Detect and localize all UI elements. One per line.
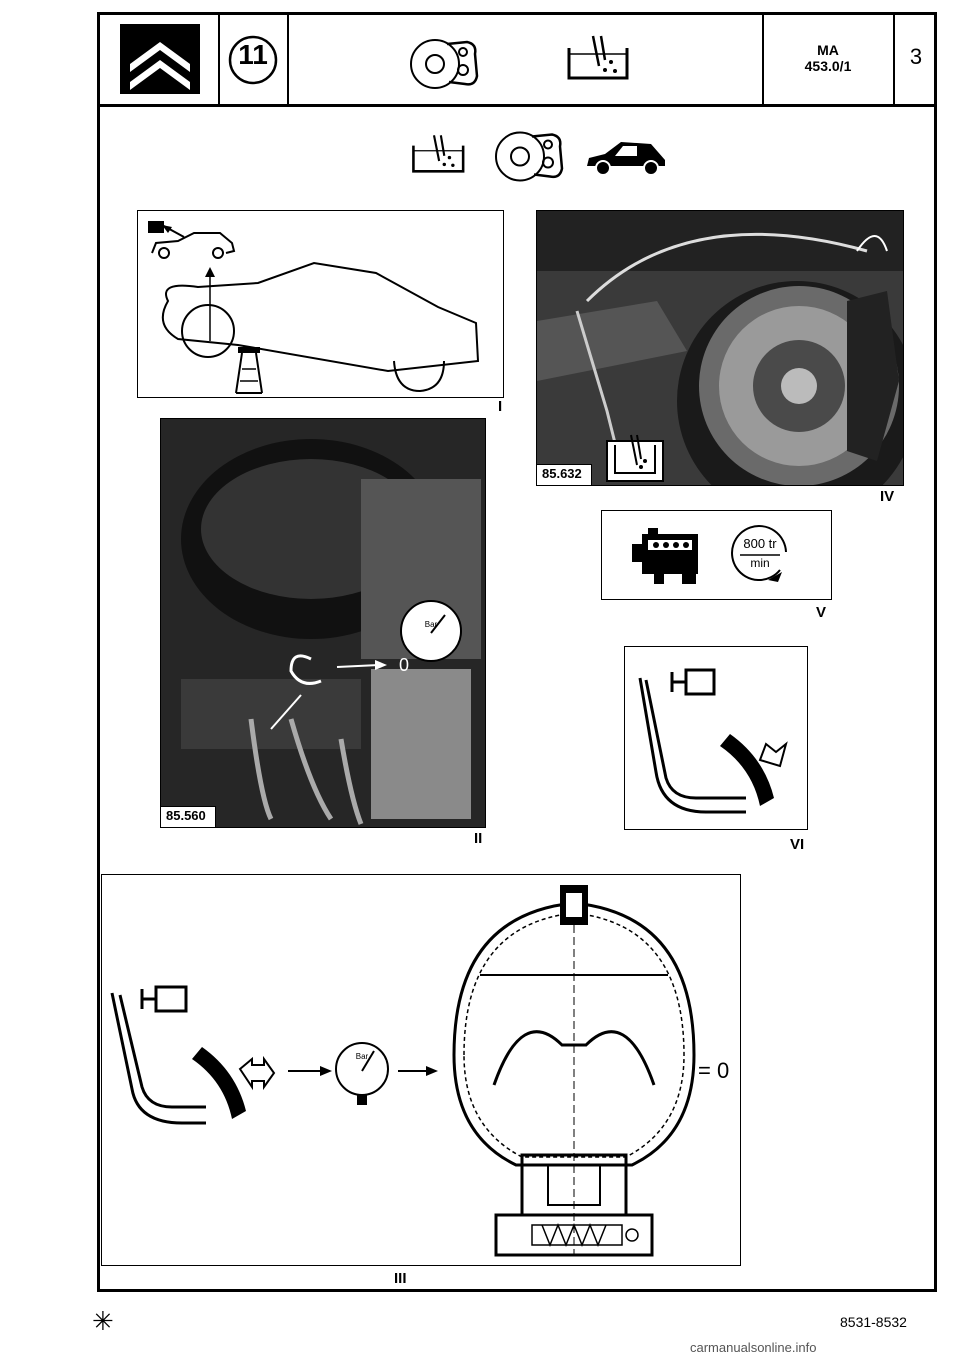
rpm-dial-icon xyxy=(731,525,787,582)
ref-line2: 453.0/1 xyxy=(804,58,852,74)
header-divider-1 xyxy=(218,12,220,106)
section-circle-icon xyxy=(228,35,278,85)
page-number: 3 xyxy=(909,44,923,69)
figure-5-label: V xyxy=(816,604,827,621)
brake-pedal-press-icon xyxy=(638,668,788,814)
header-divider-4 xyxy=(893,12,895,106)
header-bottom-line xyxy=(97,104,937,107)
wheel-photo-illustration xyxy=(537,211,903,485)
figure-6-label: VI xyxy=(790,836,805,853)
figure-1-label: I xyxy=(498,398,503,415)
chevron-logo-icon xyxy=(120,24,200,94)
figure-2-label: II xyxy=(474,830,483,847)
pressure-result: = 0 xyxy=(698,1058,730,1083)
car-silhouette-icon xyxy=(587,142,665,176)
footer-code: 8531-8532 xyxy=(840,1314,907,1330)
header-divider-3 xyxy=(762,12,764,106)
brake-disc-icon xyxy=(410,39,479,89)
manual-reference: MA 453.0/1 xyxy=(764,42,892,74)
page-frame xyxy=(97,12,937,1292)
pressure-check-diagram: Bar xyxy=(110,885,696,1257)
bleed-jar-icon-2 xyxy=(412,135,465,173)
figure-4-label: IV xyxy=(880,488,895,505)
footer-watermark: carmanualsonline.info xyxy=(690,1340,817,1355)
sphere-photo-illustration: Bar 0 xyxy=(161,419,485,827)
section-number: 11 xyxy=(238,39,268,70)
figure-3-label: III xyxy=(394,1270,407,1287)
footer-symbol: ✳ xyxy=(92,1306,114,1336)
figure-4-photo-ref: 85.632 xyxy=(536,464,592,486)
header-divider-2 xyxy=(287,12,289,106)
figure-2-photo: Bar 0 xyxy=(160,418,486,828)
zero-readout: 0 xyxy=(399,655,409,675)
ref-line1: MA xyxy=(817,42,839,58)
figure-4-photo xyxy=(536,210,904,486)
bleed-jar-icon xyxy=(567,35,629,80)
engine-icon xyxy=(632,528,698,584)
figure-2-photo-ref: 85.560 xyxy=(160,806,216,828)
gauge-text: Bar xyxy=(425,620,438,629)
car-on-jack-illustration xyxy=(148,221,480,394)
rpm-value: 800 tr xyxy=(743,536,777,551)
rpm-unit: min xyxy=(750,556,770,570)
gauge-text-2: Bar xyxy=(356,1052,369,1061)
brake-disc-icon-2 xyxy=(495,131,564,182)
